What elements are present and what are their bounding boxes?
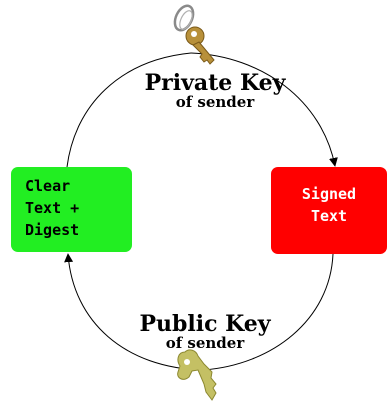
clear-text-line-2: Text +	[25, 199, 80, 217]
private-key-label: Private Key of sender	[140, 72, 290, 110]
private-key-icon	[173, 4, 215, 65]
private-key-title: Private Key	[144, 70, 286, 96]
clear-text-line-3: Digest	[25, 221, 80, 239]
public-key-title: Public Key	[139, 311, 271, 337]
arc-bottom-left	[64, 253, 204, 371]
arc-bottom-right	[202, 253, 334, 371]
signed-text-line-2: Text	[310, 207, 348, 225]
public-key-label: Public Key of sender	[130, 313, 280, 351]
private-key-subtitle: of sender	[175, 93, 255, 111]
public-key-icon	[177, 349, 217, 401]
signed-text-line-1: Signed	[301, 185, 357, 203]
arc-top-right	[190, 52, 338, 167]
signed-text-node: Signed Text	[271, 167, 387, 254]
clear-text-digest-node: Clear Text + Digest	[11, 167, 132, 252]
arc-top-left	[66, 52, 192, 168]
public-key-subtitle: of sender	[165, 334, 245, 352]
clear-text-line-1: Clear	[25, 177, 71, 195]
